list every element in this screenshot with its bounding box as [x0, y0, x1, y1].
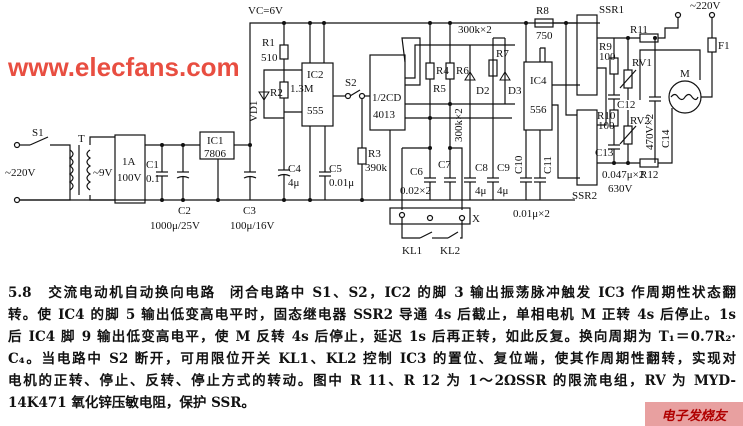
- r5-label: R5: [433, 83, 446, 95]
- rv1-label: RV1: [632, 57, 652, 69]
- caption-line: 14K471 氧化锌压敏电阻，保护 SSR。: [8, 395, 256, 411]
- c12-label: C12: [617, 99, 635, 111]
- c13-voltage: 630V: [608, 183, 633, 195]
- secondary-voltage-label: ~9V: [93, 167, 112, 179]
- c5-label: C5: [329, 163, 342, 175]
- c10-c11-value: 0.01μ×2: [513, 208, 550, 220]
- c8-label: C8: [475, 162, 488, 174]
- ic1-label: IC1: [207, 135, 224, 147]
- c4-value: 4μ: [288, 177, 300, 189]
- r4-label: R4: [436, 65, 449, 77]
- caption-text: 闭合电路中 S1、S2，IC2 的脚 3 输出振荡脉冲触发 IC3 作周期性状态…: [229, 285, 736, 301]
- r8-label: R8: [536, 5, 549, 17]
- ic2-label: IC2: [307, 69, 324, 81]
- caption-line: 转。使 IC4 的脚 5 输出低变高电平时，固态继电器 SSR2 导通 4s 后…: [8, 307, 736, 323]
- figure-caption: 5.8 交流电动机自动换向电路闭合电路中 S1、S2，IC2 的脚 3 输出振荡…: [8, 282, 736, 414]
- r10-value: 100: [598, 120, 615, 132]
- component-labels: VC=6V S1 ~220V T ~9V 1A 100V C1 0.1 C2 1…: [5, 0, 730, 257]
- ic4-label: IC4: [530, 75, 547, 87]
- c2-value: 1000μ/25V: [150, 220, 200, 232]
- f1-label: F1: [718, 40, 730, 52]
- resistor-side-value: 300k×2: [453, 108, 465, 142]
- fuse-symbol: [707, 37, 717, 53]
- ssr2-box: [576, 109, 598, 186]
- c1-value: 0.1: [146, 173, 160, 185]
- s1-label: S1: [32, 127, 44, 139]
- motor-label: M: [680, 68, 690, 80]
- s2-label: S2: [345, 77, 357, 89]
- d3-label: D3: [508, 85, 522, 97]
- caption-line: 后 IC4 脚 9 输出低变高电平，使 M 反转 4s 后停止，延迟 1s 后再…: [8, 329, 736, 345]
- c14-label: C14: [660, 129, 672, 148]
- kl1-label: KL1: [402, 245, 422, 257]
- ic3-box: [369, 54, 406, 131]
- c4-label: C4: [288, 163, 301, 175]
- ssr1-label: SSR1: [599, 4, 624, 16]
- x-label: X: [472, 213, 480, 225]
- c10-label: C10: [513, 155, 525, 174]
- c11-label: C11: [542, 156, 554, 174]
- bridge-current-label: 1A: [122, 156, 136, 168]
- vd1-label: VD1: [248, 101, 260, 122]
- site-logo: 电子发烧友: [645, 402, 743, 426]
- c9-value: 4μ: [497, 185, 509, 197]
- c9-label: C9: [497, 162, 510, 174]
- r2-label: R2: [270, 87, 283, 99]
- ic4-type: 556: [530, 104, 547, 116]
- ic4-box: [523, 61, 553, 131]
- c3-label: C3: [243, 205, 256, 217]
- ic3-type: 4013: [373, 109, 396, 121]
- c13-label: C13: [595, 147, 614, 159]
- ic1-type: 7806: [204, 148, 227, 160]
- caption-line: 5.8 交流电动机自动换向电路闭合电路中 S1、S2，IC2 的脚 3 输出振荡…: [8, 282, 736, 304]
- ssr2-label: SSR2: [572, 190, 597, 202]
- r9-value: 100: [599, 51, 616, 63]
- r6-label: R6: [456, 65, 469, 77]
- c6-label: C6: [410, 166, 423, 178]
- c6-value: 0.02×2: [400, 185, 431, 197]
- circuit-diagram: VC=6V S1 ~220V T ~9V 1A 100V C1 0.1 C2 1…: [5, 0, 730, 257]
- transformer-label: T: [78, 133, 85, 145]
- ssr1-box: [576, 14, 598, 96]
- r1-value: 510: [261, 52, 278, 64]
- caption-line: C₄。当电路中 S2 断开，可用限位开关 KL1、KL2 控制 IC3 的置位、…: [8, 351, 736, 367]
- r8-value: 750: [536, 30, 553, 42]
- caption-title: 5.8 交流电动机自动换向电路: [8, 285, 216, 301]
- r1-label: R1: [262, 37, 275, 49]
- watermark: www.elecfans.com: [8, 52, 240, 82]
- c5-value: 0.01μ: [329, 177, 354, 189]
- caption-line: 电机的正转、停止、反转、停止方式的转动。图中 R 11、R 12 为 1～2ΩS…: [8, 373, 736, 389]
- ic2-box: [301, 62, 334, 127]
- c13-value: 0.047μ×2: [602, 169, 644, 181]
- wires: [13, 11, 717, 239]
- c1-label: C1: [146, 159, 159, 171]
- bridge-voltage-label: 100V: [117, 172, 142, 184]
- junction-dots: [160, 21, 657, 202]
- c8-value: 4μ: [475, 185, 487, 197]
- r3-value: 390k: [365, 162, 388, 174]
- ic3-label: 1/2CD: [372, 92, 401, 104]
- r2-value: 1.3M: [290, 83, 314, 95]
- kl-terminal-box: [389, 207, 471, 225]
- vcc-label: VC=6V: [248, 5, 283, 17]
- r9-label: R9: [599, 41, 612, 53]
- c14-value: 470V×2: [644, 114, 656, 150]
- c3-value: 100μ/16V: [230, 220, 274, 232]
- r10-label: R10: [597, 110, 616, 122]
- r11-label: R11: [630, 24, 648, 36]
- ac-input-label: ~220V: [5, 167, 35, 179]
- r7-label: R7: [496, 48, 509, 60]
- r3-label: R3: [368, 148, 381, 160]
- bridge-rectifier: [114, 134, 146, 204]
- c7-label: C7: [438, 159, 451, 171]
- resistor-top-value: 300k×2: [458, 24, 492, 36]
- r12-label: R12: [640, 169, 658, 181]
- rv2-label: RV2: [630, 115, 650, 127]
- d2-label: D2: [476, 85, 489, 97]
- ic2-type: 555: [307, 105, 324, 117]
- ac-output-label: ~220V: [690, 0, 720, 12]
- kl2-label: KL2: [440, 245, 460, 257]
- c2-label: C2: [178, 205, 191, 217]
